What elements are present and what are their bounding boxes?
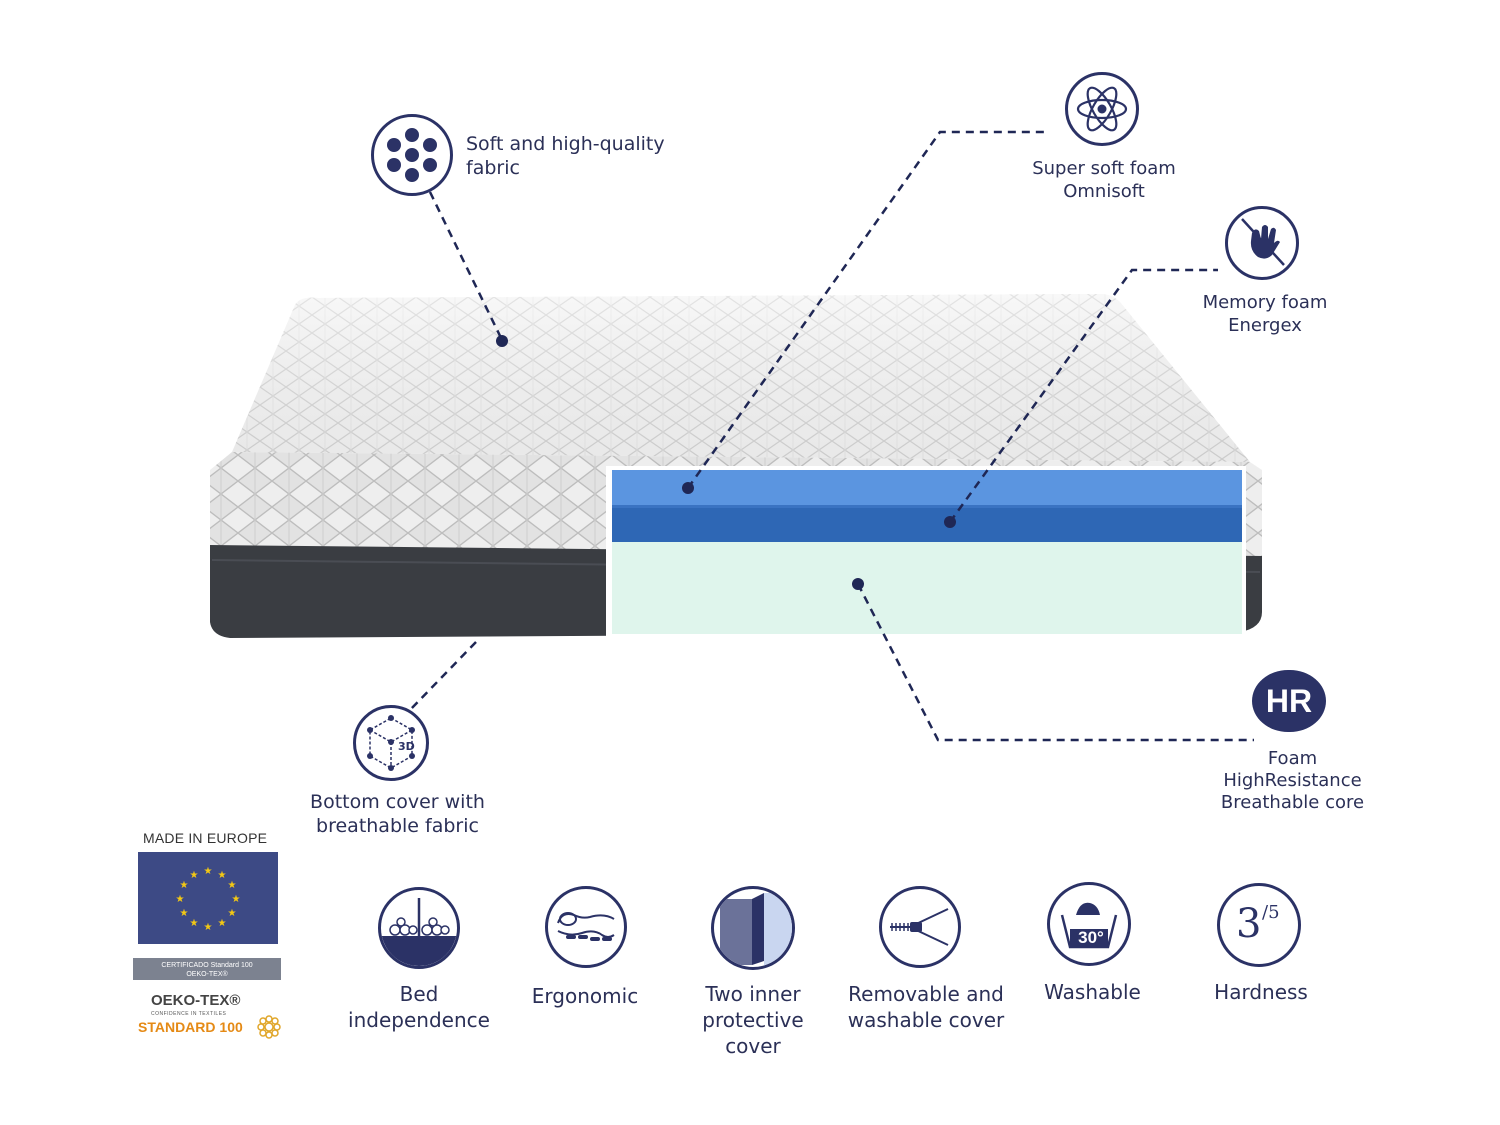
dot-memory — [944, 516, 956, 528]
feature-washable-label: Washable — [1044, 980, 1141, 1004]
svg-text:★: ★ — [190, 918, 199, 929]
oeko-tex-standard: STANDARD 100 — [138, 1019, 243, 1035]
svg-text:★: ★ — [176, 894, 185, 905]
hardness-value: 3 — [1236, 901, 1262, 947]
memory-label: Memory foam Energex — [1202, 292, 1328, 336]
feature-ergonomic-label: Ergonomic — [531, 984, 639, 1008]
hardness-max: /5 — [1262, 902, 1280, 923]
leader-memory — [948, 268, 1218, 523]
oeko-flower-icon — [256, 1014, 282, 1040]
eu-flag-icon: ★★★ ★★★ ★★★ ★★★ — [138, 852, 278, 944]
dot-hr — [852, 578, 864, 590]
dots-fabric-icon — [371, 114, 453, 196]
oeko-tex-tagline: CONFIDENCE IN TEXTILES — [151, 1011, 227, 1017]
leader-hr — [856, 583, 1254, 742]
made-in-europe-label: MADE IN EUROPE — [143, 830, 268, 846]
leader-super-soft — [686, 130, 1048, 489]
atom-icon — [1065, 72, 1139, 146]
hr-label: Foam HighResistance Breathable core — [1220, 748, 1365, 813]
dot-super-soft — [682, 482, 694, 494]
feature-removable-cover-label: Removable and washable cover — [847, 982, 1005, 1032]
certificate-banner: CERTIFICADO Standard 100 OEKO-TEX® — [133, 958, 281, 980]
foam-cutaway — [606, 466, 1246, 638]
svg-text:★: ★ — [218, 918, 227, 929]
feature-hardness-label: Hardness — [1214, 980, 1308, 1004]
svg-text:★: ★ — [180, 908, 189, 919]
feature-inner-cover-label: Two inner protective cover — [702, 982, 804, 1058]
svg-text:★: ★ — [180, 880, 189, 891]
svg-text:★: ★ — [232, 894, 241, 905]
svg-text:★: ★ — [190, 870, 199, 881]
svg-text:★: ★ — [228, 880, 237, 891]
super-soft-label: Super soft foam Omnisoft — [1032, 158, 1176, 202]
zipper-icon — [879, 886, 961, 968]
foam-layer-omnisoft — [612, 470, 1242, 506]
svg-text:3D: 3D — [398, 740, 415, 753]
hand-print-icon — [1225, 206, 1299, 280]
oeko-tex-title: OEKO-TEX® — [151, 992, 241, 1009]
svg-text:★: ★ — [228, 908, 237, 919]
inner-cover-icon — [711, 886, 795, 970]
svg-text:★: ★ — [218, 870, 227, 881]
dot-fabric — [496, 335, 508, 347]
leader-bottom — [409, 641, 477, 711]
foam-layer-energex — [612, 505, 1242, 543]
ergonomic-icon — [545, 886, 627, 968]
hardness-icon: 3 /5 — [1217, 883, 1301, 967]
feature-bed-independence-label: Bed independence — [348, 982, 490, 1032]
svg-text:★: ★ — [204, 922, 213, 933]
fabric-label: Soft and high-quality fabric — [466, 133, 665, 179]
foam-layer-core — [612, 542, 1242, 634]
hr-badge: HR — [1252, 670, 1326, 732]
wash-30-icon: 30° — [1047, 882, 1131, 966]
bottom-cover-label: Bottom cover with breathable fabric — [310, 791, 485, 837]
svg-text:★: ★ — [204, 866, 213, 877]
bed-independence-icon — [378, 887, 460, 969]
wash-temp-label: 30° — [1078, 928, 1104, 947]
3d-mesh-icon: 3D — [353, 705, 429, 781]
